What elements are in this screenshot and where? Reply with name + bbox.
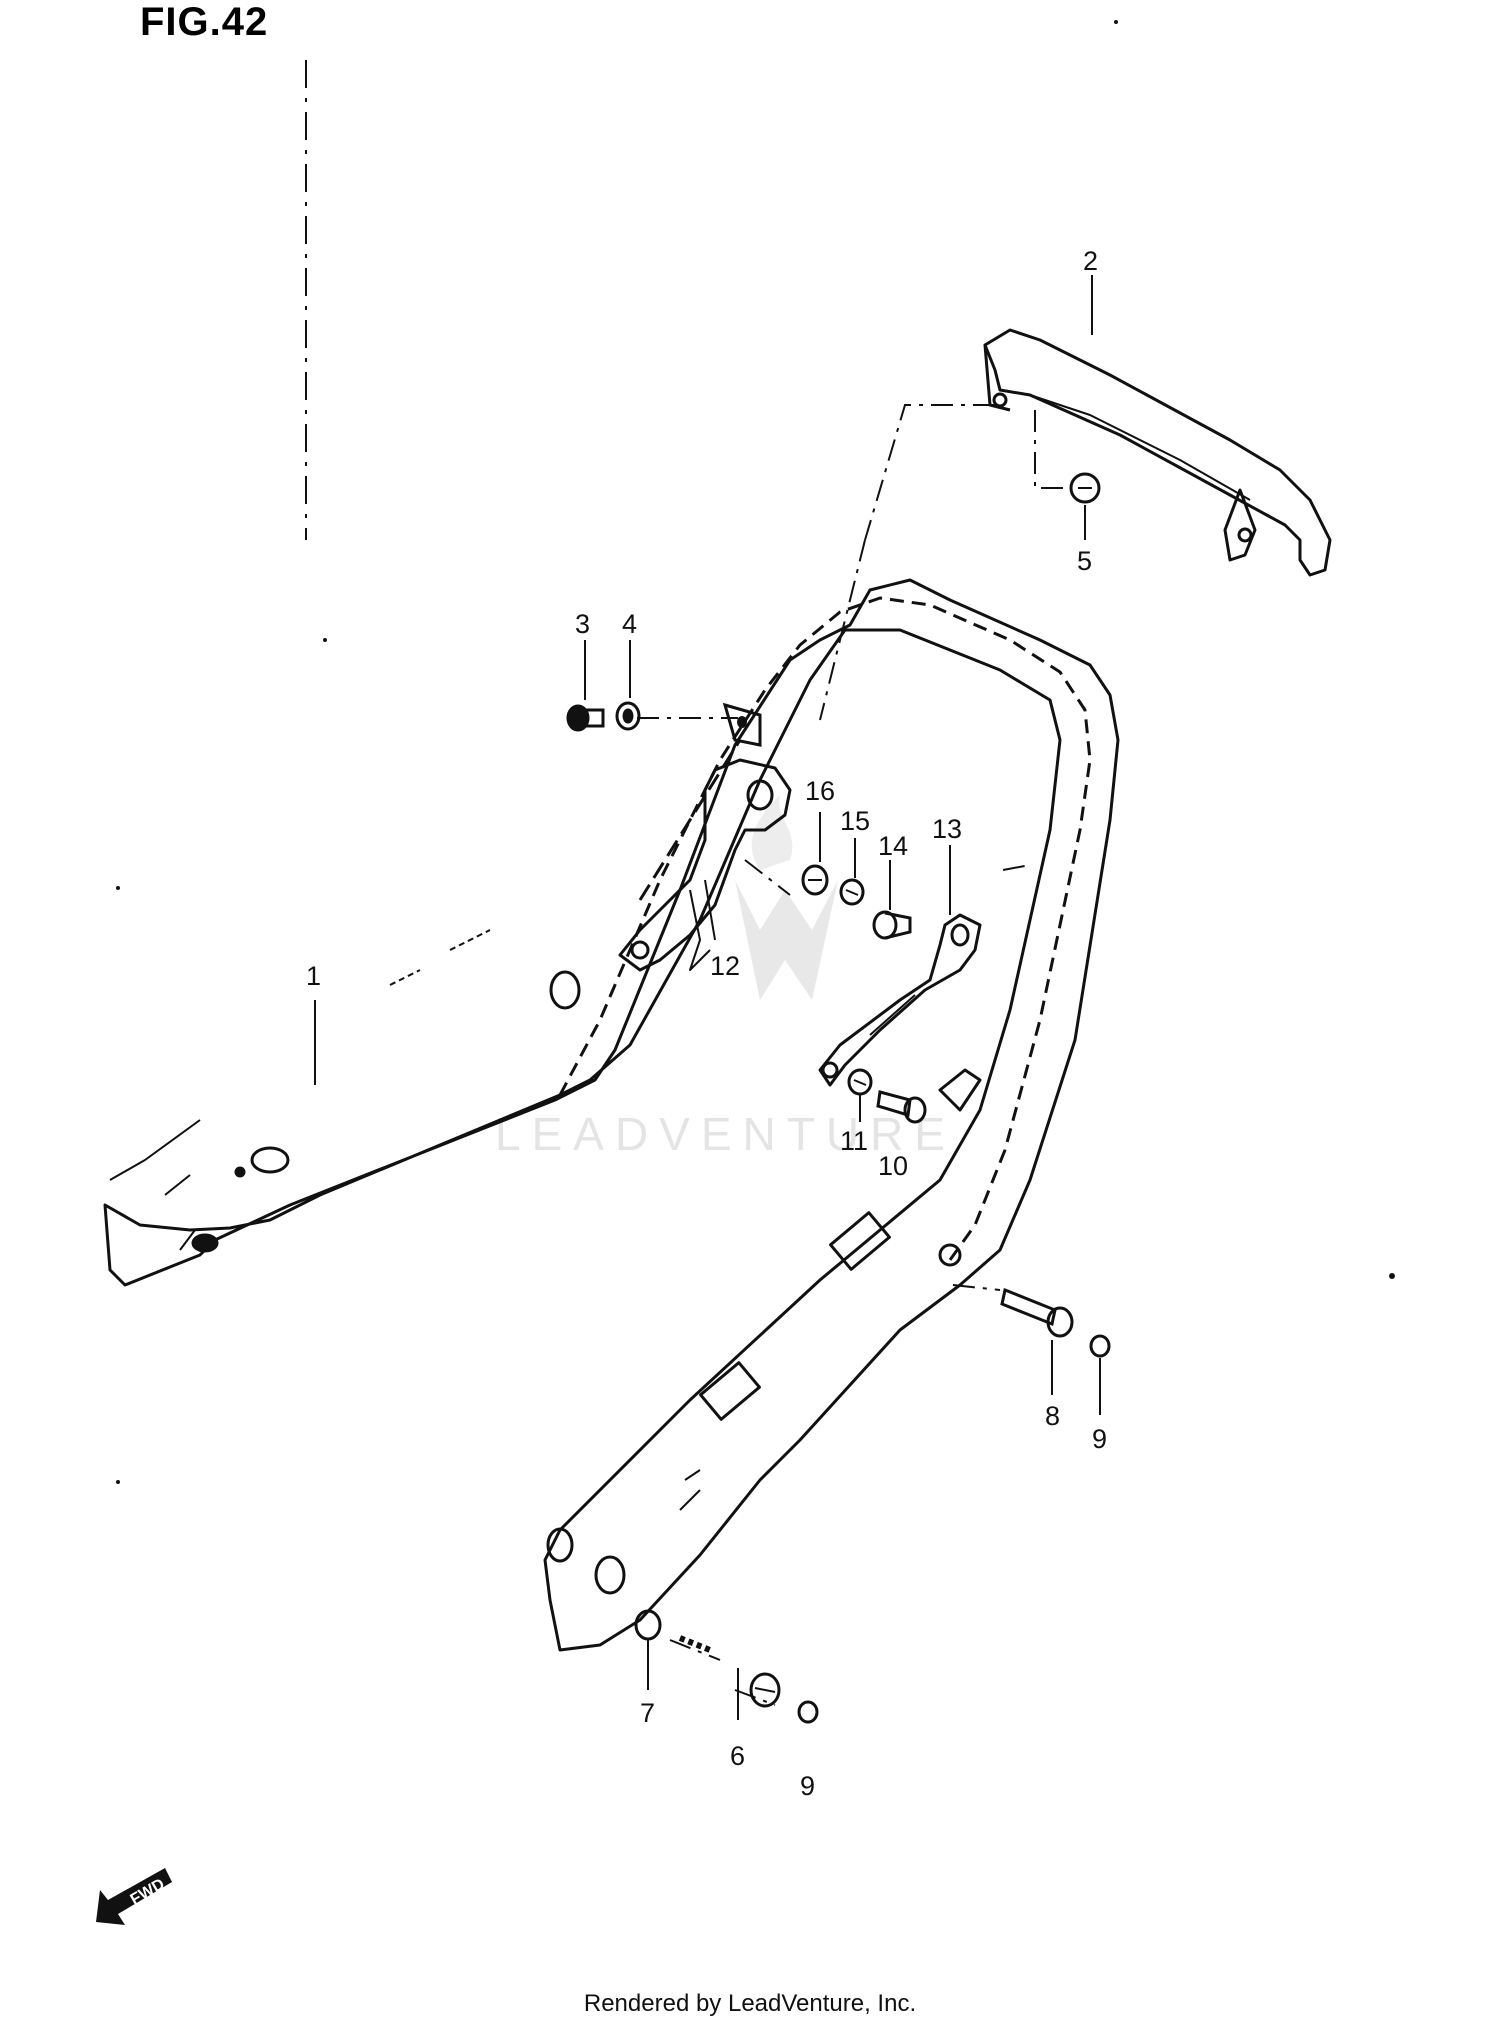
part-9-cap-upper [1089, 1334, 1111, 1358]
callout-leaders [314, 275, 1101, 1720]
part-8-bolt [1000, 1287, 1074, 1338]
callout-6: 6 [730, 1741, 745, 1771]
speck [323, 638, 327, 642]
speck [116, 886, 120, 890]
callout-1: 1 [306, 961, 321, 991]
callout-labels: 1 2 3 4 5 6 7 8 9 9 10 11 12 13 14 15 16 [306, 246, 1107, 1801]
forward-direction-arrow: FWD [96, 1868, 172, 1925]
part-7-collar [634, 1609, 662, 1641]
frame-mount-tab [722, 702, 762, 747]
callout-10: 10 [878, 1151, 908, 1181]
callout-15: 15 [840, 806, 870, 836]
callout-7: 7 [640, 1698, 655, 1728]
callout-14: 14 [878, 831, 908, 861]
spacer-pin [678, 1635, 712, 1653]
part-6-nut [749, 1672, 781, 1708]
part-9-cap-lower [797, 1700, 819, 1724]
callout-8: 8 [1045, 1401, 1060, 1431]
watermark-logo-icon [735, 880, 838, 1000]
part-13-right-bracket [818, 913, 982, 1087]
callout-4: 4 [622, 609, 637, 639]
part-3-bolt [566, 704, 605, 732]
part-5-cap-nut [1069, 472, 1101, 504]
callout-9-upper: 9 [1092, 1424, 1107, 1454]
part-2-grab-rail [983, 328, 1332, 577]
part-12-left-bracket [618, 758, 792, 972]
callout-16: 16 [805, 776, 835, 806]
callout-13: 13 [932, 814, 962, 844]
callout-2: 2 [1083, 246, 1098, 276]
part-4-washer [615, 701, 641, 731]
callout-9-lower: 9 [800, 1771, 815, 1801]
figure-title: FIG.42 [140, 0, 269, 44]
leadventure-watermark: LEADVENTURE [495, 795, 956, 1160]
speck [116, 1480, 120, 1484]
watermark-text: LEADVENTURE [495, 1108, 956, 1160]
footer-credit: Rendered by LeadVenture, Inc. [583, 1990, 917, 2017]
part-10-bolt [876, 1090, 927, 1124]
callout-12: 12 [710, 951, 740, 981]
callout-11: 11 [840, 1126, 868, 1156]
part-15-lock-washer [839, 878, 865, 906]
speck [1389, 1273, 1395, 1279]
callout-5: 5 [1077, 546, 1092, 576]
frame-mount-hole [737, 716, 747, 728]
callout-3: 3 [575, 609, 590, 639]
part-14-bolt [872, 910, 912, 940]
fwd-arrow-icon [96, 1868, 172, 1925]
assembly-leader-lines [637, 404, 1072, 1706]
part-11-lock-washer [847, 1068, 873, 1096]
speck [1114, 20, 1118, 24]
part-16-washer [801, 864, 829, 896]
watermark-flame-icon [751, 795, 793, 870]
